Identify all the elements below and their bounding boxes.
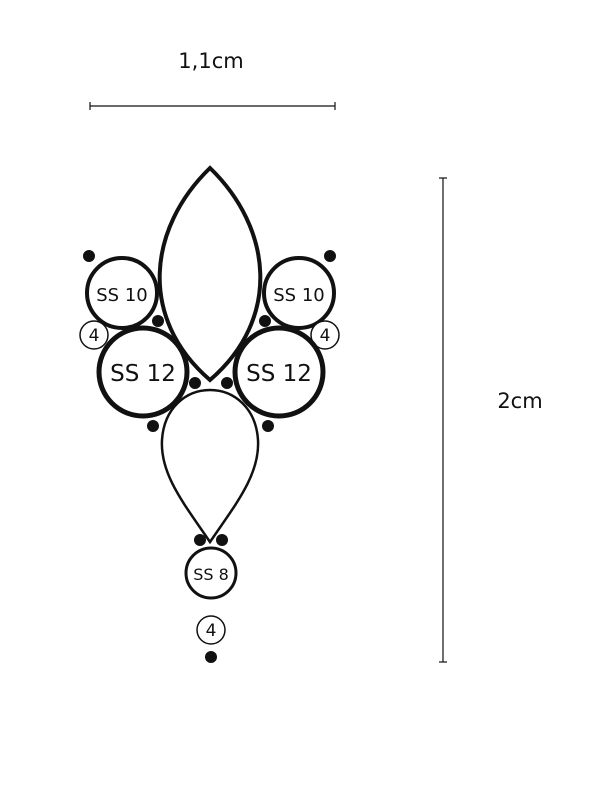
dot-lower-right — [262, 420, 274, 432]
width-dimension: 1,1cm — [89, 49, 336, 110]
ss12-right-label: SS 12 — [246, 361, 312, 387]
dot-lower-left — [147, 420, 159, 432]
dot-tip-right — [216, 534, 228, 546]
ss12-left-stone: SS 12 — [96, 325, 190, 419]
ss10-right-stone: SS 10 — [262, 256, 336, 330]
ss8-stone: SS 8 — [184, 546, 238, 600]
small-stone-bottom: 4 — [196, 615, 226, 645]
marquise-stone — [157, 165, 263, 383]
dot-upper-inner-left — [152, 315, 164, 327]
ss10-right-label: SS 10 — [273, 285, 324, 306]
ss10-left-label: SS 10 — [96, 285, 147, 306]
small-stone-right-label: 4 — [320, 326, 331, 346]
ss12-right-stone: SS 12 — [232, 325, 326, 419]
black-dots — [83, 250, 336, 663]
dot-top-right — [324, 250, 336, 262]
ss10-left-stone: SS 10 — [85, 256, 159, 330]
dot-bottom — [205, 651, 217, 663]
dot-top-left — [83, 250, 95, 262]
ss8-label: SS 8 — [193, 565, 229, 584]
dot-upper-inner-right — [259, 315, 271, 327]
small-stone-bottom-label: 4 — [206, 621, 217, 641]
dot-center-left — [189, 377, 201, 389]
small-stone-left-label: 4 — [89, 326, 100, 346]
height-dimension: 2cm — [439, 177, 543, 663]
width-label: 1,1cm — [178, 49, 243, 73]
small-stone-left: 4 — [79, 320, 109, 350]
ss12-left-label: SS 12 — [110, 361, 176, 387]
dot-tip-left — [194, 534, 206, 546]
height-label: 2cm — [497, 389, 542, 413]
small-stone-right: 4 — [310, 320, 340, 350]
dot-center-right — [221, 377, 233, 389]
pear-stone — [160, 388, 260, 545]
